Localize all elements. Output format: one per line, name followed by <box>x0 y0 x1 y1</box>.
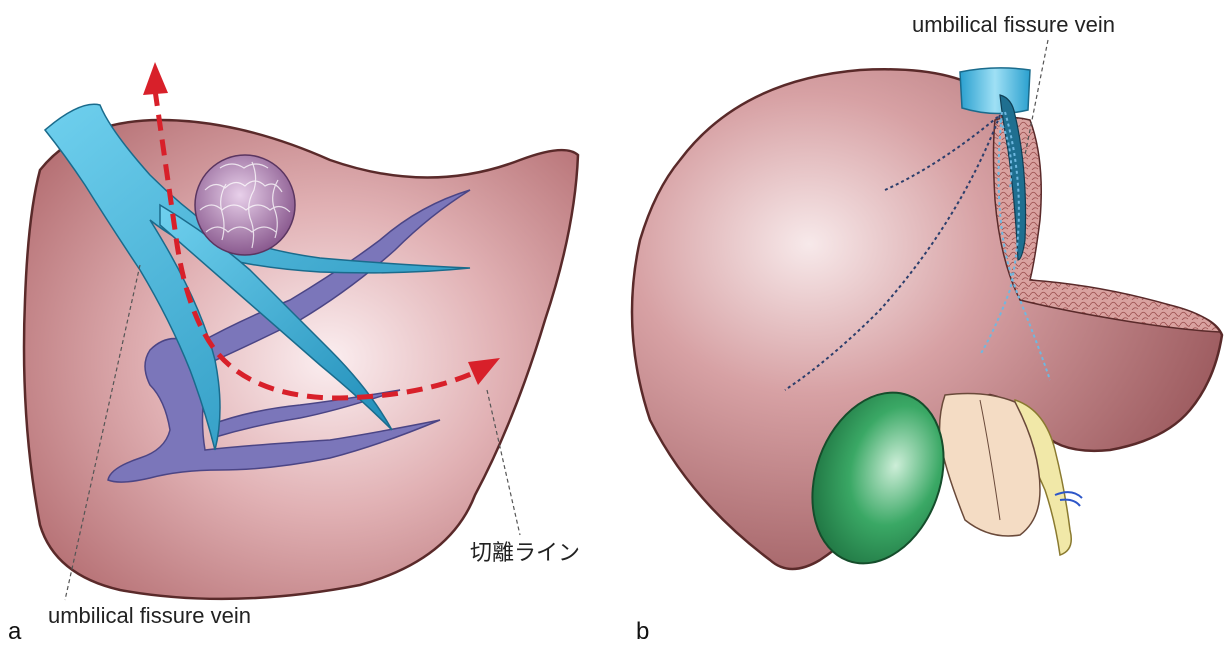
ivc <box>960 68 1030 114</box>
label-umbilical-fissure-vein-a: umbilical fissure vein <box>48 603 251 629</box>
cut-surface <box>994 118 1221 333</box>
panel-b <box>632 40 1222 582</box>
panel-a <box>24 62 578 600</box>
panel-letter-b: b <box>636 618 649 646</box>
tumor <box>195 155 295 255</box>
label-cut-line: 切離ライン <box>470 535 580 567</box>
label-umbilical-fissure-vein-b: umbilical fissure vein <box>912 12 1115 38</box>
arrowhead-up <box>143 62 168 95</box>
panel-letter-a: a <box>8 618 21 646</box>
